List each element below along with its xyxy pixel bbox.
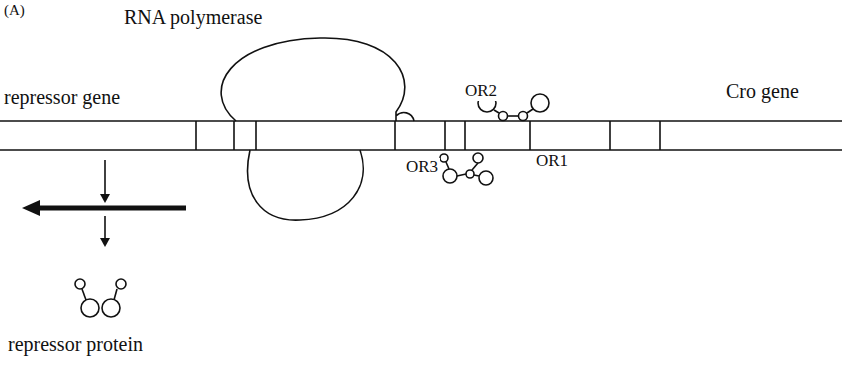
gene-name: Cro gene bbox=[724, 80, 801, 102]
panel-letter: (A) bbox=[2, 2, 27, 19]
expression-arrow bbox=[104, 216, 106, 240]
dna-strand bbox=[0, 120, 842, 122]
arrow-head bbox=[100, 238, 110, 247]
part-name: RNA polymerase bbox=[122, 6, 264, 28]
arrow-head bbox=[100, 194, 110, 203]
operator-label: OR1 bbox=[534, 152, 570, 171]
dna-strand bbox=[0, 149, 842, 151]
expression-arrow bbox=[104, 160, 106, 196]
arrow-head bbox=[22, 200, 40, 216]
operator-label: OR3 bbox=[404, 158, 440, 177]
repressor-dimer bbox=[440, 153, 493, 185]
operator-boundaries bbox=[196, 121, 660, 150]
part-name: repressor protein bbox=[6, 333, 145, 355]
repressor-dimer bbox=[75, 279, 126, 317]
operator-label: OR2 bbox=[463, 82, 499, 101]
gene-name: repressor gene bbox=[2, 86, 122, 108]
transcript-arrow bbox=[40, 206, 186, 211]
polymerase-outline bbox=[221, 38, 414, 220]
